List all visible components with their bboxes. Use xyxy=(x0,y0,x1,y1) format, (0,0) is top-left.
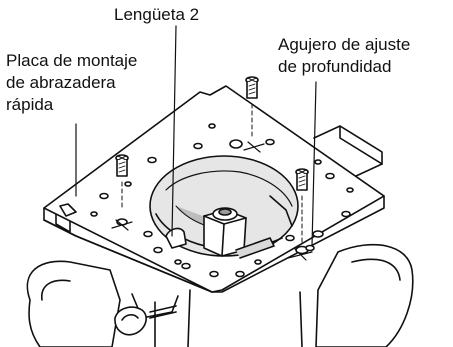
leader-tab-2 xyxy=(171,25,177,237)
collet-nut xyxy=(203,207,275,259)
leader-depth-hole xyxy=(311,81,317,247)
label-line: de profundidad xyxy=(278,57,392,76)
screw-holes xyxy=(111,141,315,261)
label-quick-clamp-mounting-plate: Placa de montaje de abrazadera rápida xyxy=(6,50,137,116)
screw-1 xyxy=(115,154,129,209)
label-line: de abrazadera xyxy=(6,73,116,92)
label-line: rápida xyxy=(6,95,54,114)
label-line: Placa de montaje xyxy=(6,51,138,70)
screw-2 xyxy=(245,76,259,137)
screw-3 xyxy=(295,168,309,245)
label-depth-adjustment-hole: Agujero de ajuste de profundidad xyxy=(278,34,410,78)
router-body xyxy=(26,243,414,347)
rear-bracket xyxy=(313,125,383,177)
label-tab-2: Lengüeta 2 xyxy=(114,5,200,24)
tab-2 xyxy=(165,227,187,249)
label-line: Agujero de ajuste xyxy=(278,35,411,54)
